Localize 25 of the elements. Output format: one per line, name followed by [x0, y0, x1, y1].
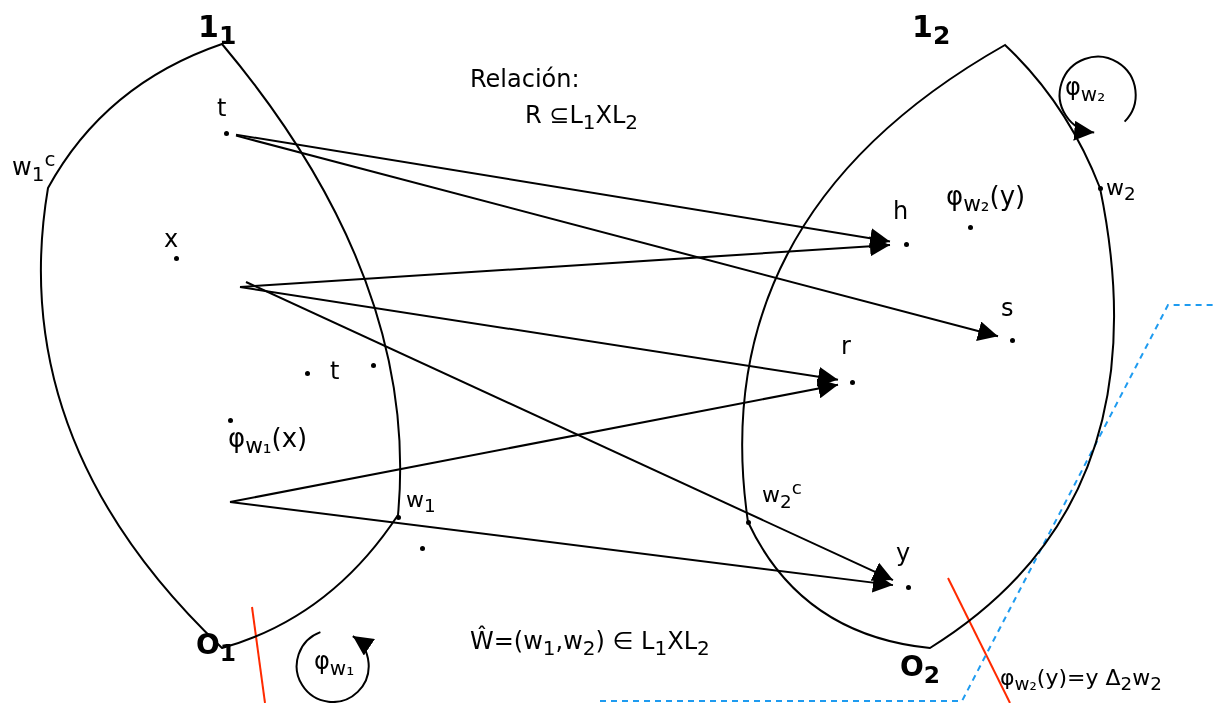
t-label: t: [330, 358, 340, 385]
point-label: t: [217, 95, 227, 122]
arrow: [229, 501, 894, 593]
top-element-label: 1$_{2}$: [912, 10, 951, 50]
relation-formula: R ⊆L$_{1}$XL$_{2}$: [525, 102, 639, 133]
element-label: w$_{1}$: [406, 488, 436, 517]
point-label: y: [896, 540, 911, 567]
element-label: w$_{2}$: [1106, 176, 1136, 205]
relation-heading: Relación:: [470, 66, 580, 93]
element-label: φ$_{w₂}$(y): [946, 182, 1026, 216]
map-label: φ$_{w₁}$: [314, 648, 355, 679]
arrow: [229, 378, 839, 503]
point-label: h: [893, 198, 909, 225]
bottom-element-label: O$_{2}$: [900, 652, 941, 689]
arrow: [235, 133, 891, 249]
map-formula: φ$_{w₂}$(y)=y Δ$_{2}$w$_{2}$: [1000, 666, 1162, 695]
map-label: φ$_{w₂}$: [1065, 74, 1106, 105]
arrow: [245, 281, 894, 582]
arrow: [235, 134, 999, 341]
point-label: r: [841, 333, 851, 360]
element-label: x: [164, 226, 179, 253]
top-element-label: 1$_{1}$: [198, 10, 237, 50]
element-label: φ$_{w₁}$(x): [228, 424, 308, 458]
point-label: s: [1001, 295, 1014, 322]
arrow: [239, 286, 839, 387]
